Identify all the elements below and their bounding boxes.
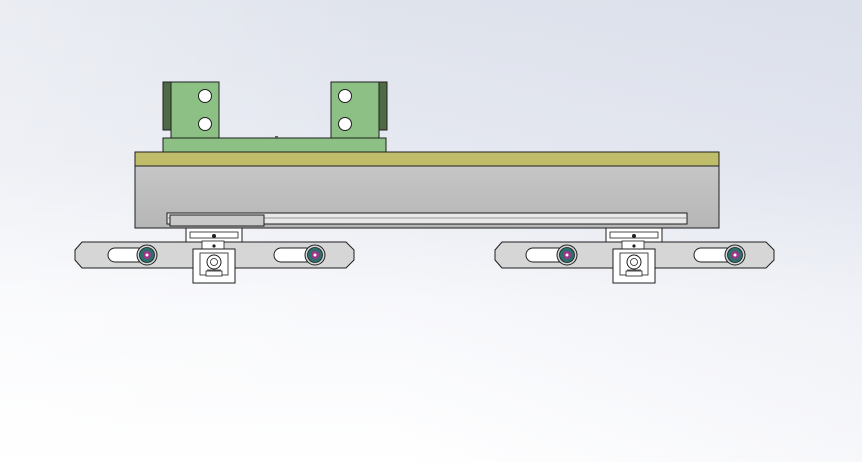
top-plate[interactable]	[134, 151, 720, 167]
gripper-assembly-left[interactable]	[74, 227, 355, 284]
linear-rail	[166, 212, 688, 225]
bracket-right-flange	[378, 81, 388, 131]
bracket-base	[162, 137, 387, 153]
main-body[interactable]	[134, 165, 720, 229]
bracket-hole-icon	[338, 117, 352, 131]
rail-carriage	[169, 214, 265, 227]
bracket-right-ear	[330, 81, 380, 139]
socket-bolt-icon	[556, 244, 578, 266]
bracket-hole-icon	[198, 89, 212, 103]
pivot-clamp-icon[interactable]	[185, 227, 243, 284]
bracket-left-ear	[170, 81, 220, 139]
bracket-left-flange	[162, 81, 172, 131]
bracket-hole-icon	[338, 89, 352, 103]
socket-bolt-icon	[136, 244, 158, 266]
gripper-assembly-right[interactable]	[494, 227, 775, 284]
mounting-bracket[interactable]	[162, 81, 388, 153]
socket-bolt-icon	[304, 244, 326, 266]
bracket-hole-icon	[198, 117, 212, 131]
socket-bolt-icon	[724, 244, 746, 266]
pivot-clamp-icon[interactable]	[605, 227, 663, 284]
